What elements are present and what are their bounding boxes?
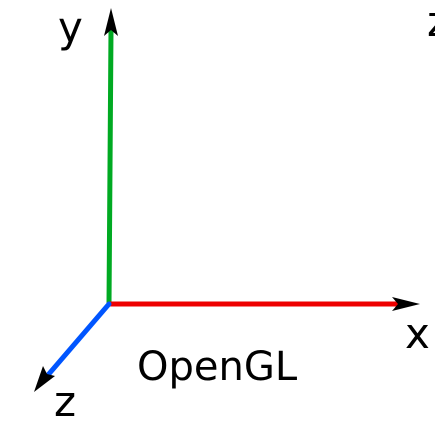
z-axis-arrowhead — [34, 366, 55, 392]
x-axis-label: x — [405, 309, 430, 358]
edge-fragment-label: z — [427, 0, 435, 46]
y-axis-arrowhead — [104, 8, 118, 36]
opengl-label: OpenGL — [137, 344, 298, 390]
x-axis-arrowhead — [392, 297, 420, 311]
z-axis-line — [45, 301, 112, 378]
y-axis-line — [106, 27, 114, 307]
z-axis-label: z — [54, 377, 76, 426]
y-axis-label: y — [58, 3, 83, 52]
